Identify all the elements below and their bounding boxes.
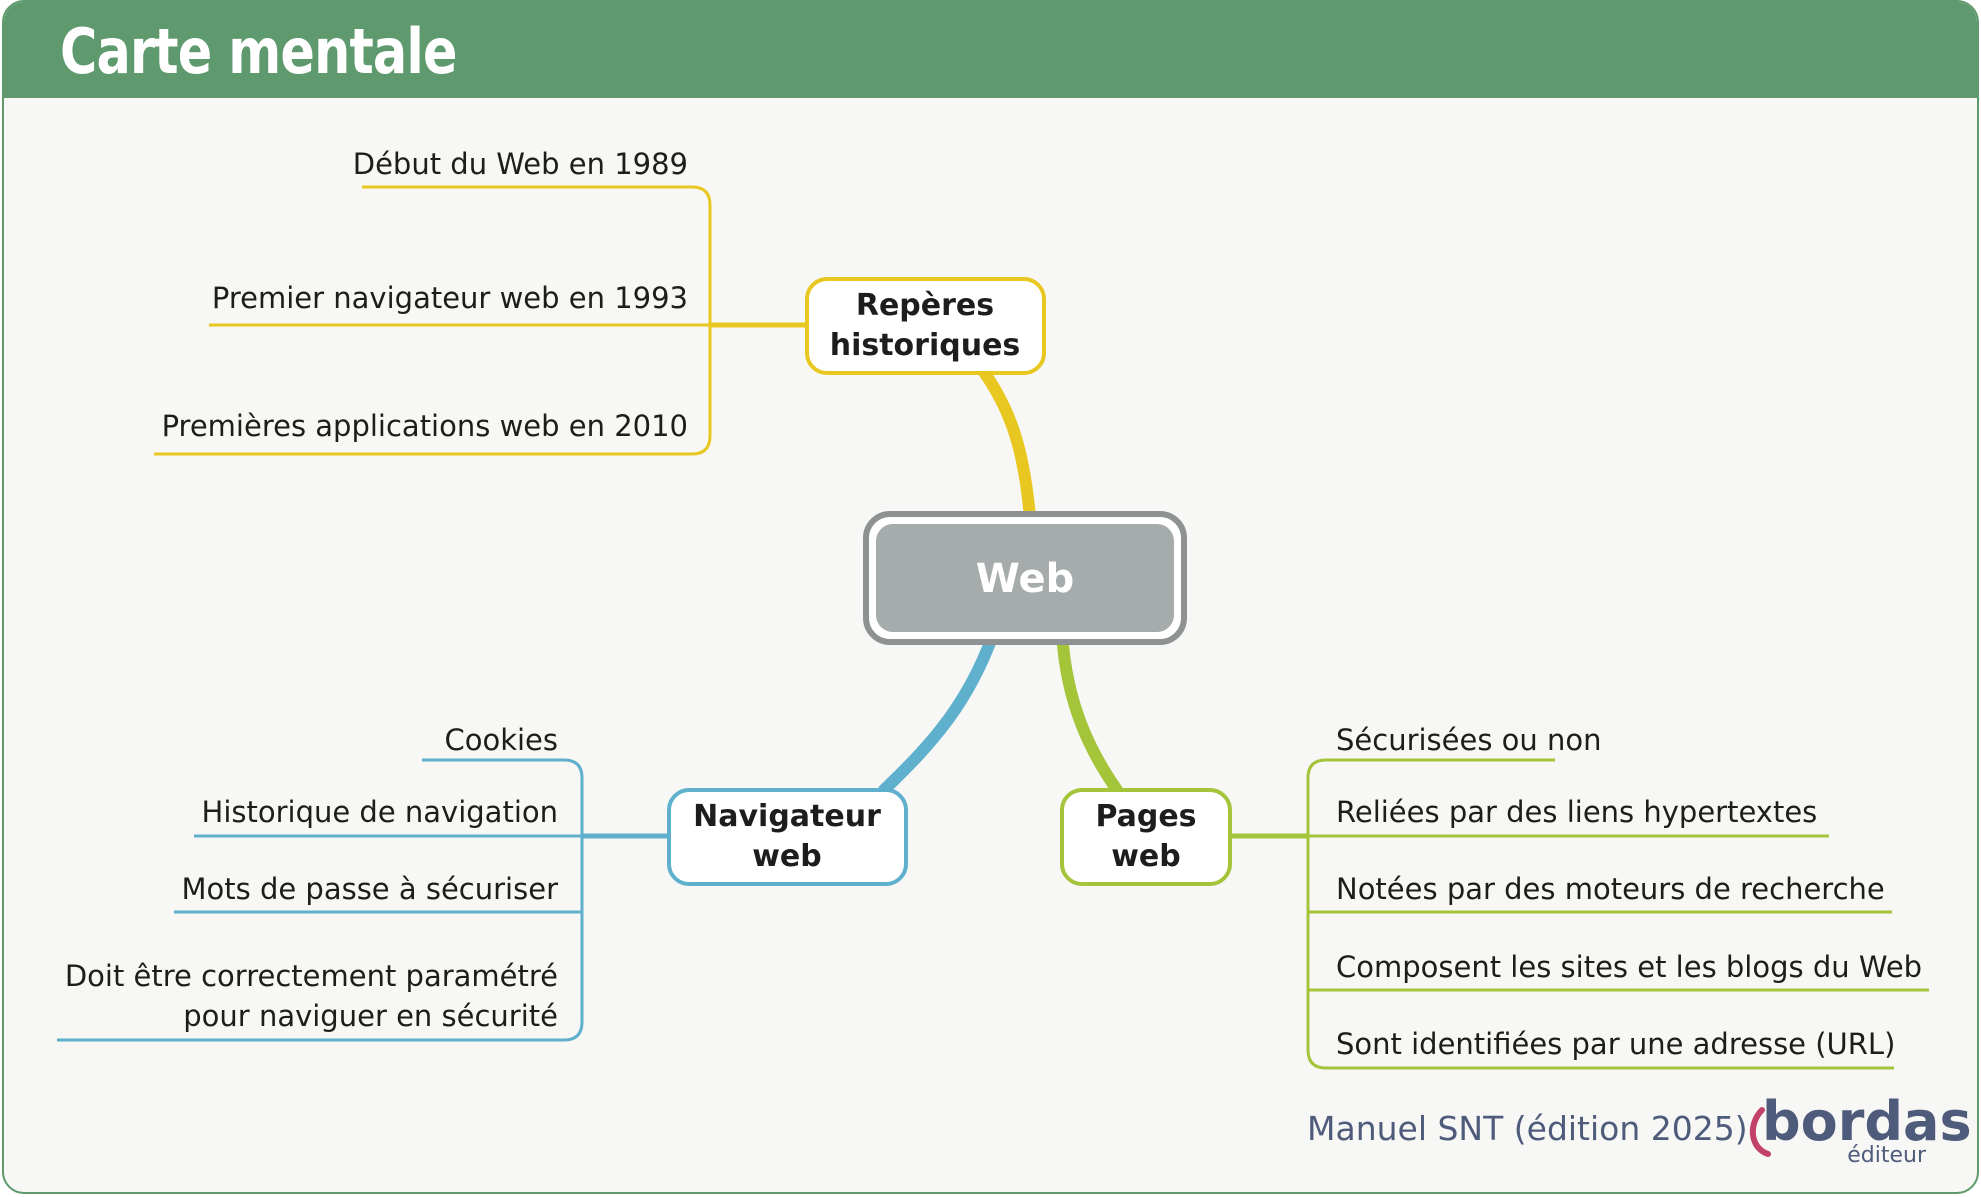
pages-item-4: Composent les sites et les blogs du Web [1336,950,1922,984]
mind-map-diagram: Repères historiques Web Navigateur web P… [57,147,1972,1168]
pages-item-1: Sécurisées ou non [1336,723,1602,757]
bordas-logo-text: bordas [1762,1090,1972,1153]
pages-item-2: Reliées par des liens hypertextes [1336,795,1817,829]
reperes-leaf-lines [154,185,807,456]
navigateur-leaf-lines [57,758,669,1042]
reperes-item-1: Début du Web en 1989 [353,147,688,181]
bordas-logo-subtitle: éditeur [1847,1143,1927,1168]
node-navigateur-web [667,788,908,886]
center-node-label: Web [976,556,1074,602]
page-title: Carte mentale [60,15,458,88]
reperes-item-3: Premières applications web en 2010 [162,409,688,443]
footer-credit: Manuel SNT (édition 2025) [1307,1109,1748,1148]
pages-item-3: Notées par des moteurs de recherche [1336,872,1885,906]
pages-leaf-lines [1230,758,1929,1070]
navigateur-item-2: Historique de navigation [202,795,558,829]
connector-reperes [978,366,1036,523]
node-pages-label-1: Pages [1095,799,1196,834]
connector-navigateur [878,626,1000,796]
node-pages-web [1060,788,1232,886]
node-navigateur-label-1: Navigateur [693,799,881,834]
header-bar: Carte mentale [4,2,1977,98]
navigateur-item-4-line-2: pour naviguer en sécurité [183,999,558,1033]
pages-item-5: Sont identifiées par une adresse (URL) [1336,1027,1895,1061]
connector-pages [1056,626,1128,803]
bordas-logo-swoosh [1750,1107,1771,1157]
node-reperes-label-2: historiques [830,328,1021,363]
navigateur-item-4-line-1: Doit être correctement paramétré [65,959,558,993]
navigateur-item-1: Cookies [444,723,558,757]
node-reperes-label-1: Repères [856,288,994,323]
center-node [876,524,1174,632]
reperes-item-2: Premier navigateur web en 1993 [212,281,688,315]
navigateur-item-3: Mots de passe à sécuriser [181,872,558,906]
node-navigateur-label-2: web [752,839,822,874]
node-pages-label-2: web [1111,839,1181,874]
node-reperes-historiques [805,277,1046,375]
